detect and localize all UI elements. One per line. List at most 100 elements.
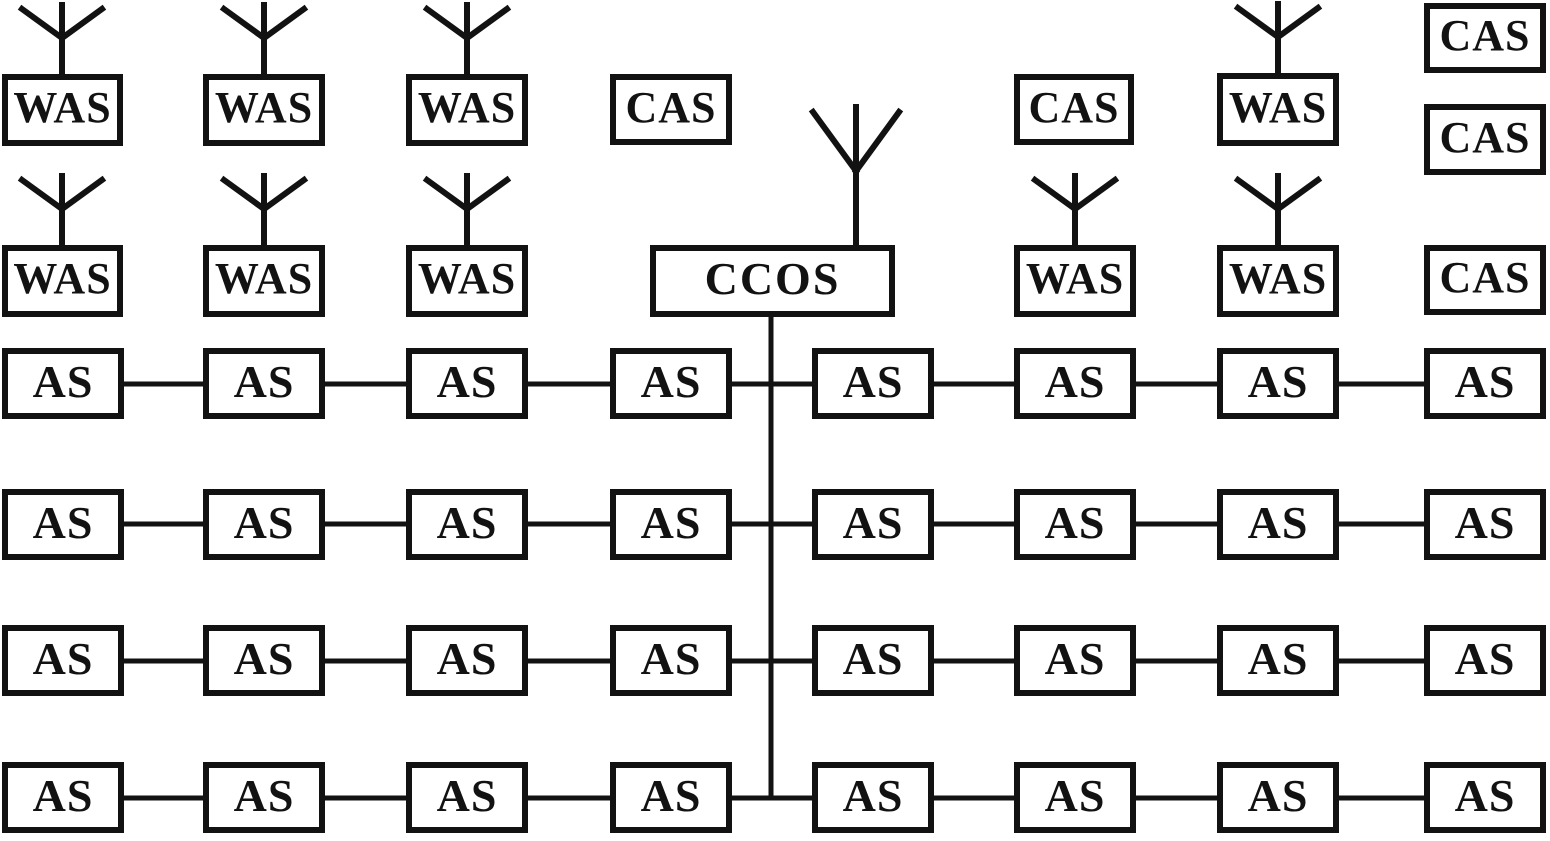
node-label: AS (640, 769, 702, 821)
node-as-19: AS (812, 348, 934, 419)
node-label: AS (32, 632, 94, 684)
node-as-25: AS (406, 489, 528, 560)
node-as-41: AS (406, 762, 528, 833)
node-label: AS (842, 632, 904, 684)
node-was-12: WAS (1014, 245, 1136, 317)
node-label: WAS (214, 254, 314, 303)
node-was-2: WAS (406, 74, 528, 146)
node-label: CAS (625, 82, 717, 132)
node-label: AS (1044, 632, 1106, 684)
node-cas-14: CAS (1424, 245, 1546, 315)
node-label: AS (1044, 355, 1106, 407)
node-label: AS (436, 496, 498, 548)
node-as-39: AS (2, 762, 124, 833)
node-as-23: AS (2, 489, 124, 560)
node-label: WAS (214, 83, 314, 132)
node-as-43: AS (812, 762, 934, 833)
node-was-9: WAS (203, 245, 325, 317)
node-label: AS (842, 355, 904, 407)
node-as-17: AS (406, 348, 528, 419)
node-label: AS (640, 355, 702, 407)
antenna-icon (219, 2, 309, 77)
node-as-29: AS (1217, 489, 1339, 560)
node-as-26: AS (610, 489, 732, 560)
node-label: AS (1454, 632, 1516, 684)
node-label: AS (1044, 496, 1106, 548)
node-label: AS (640, 496, 702, 548)
antenna-icon (17, 173, 107, 248)
node-as-21: AS (1217, 348, 1339, 419)
node-as-27: AS (812, 489, 934, 560)
node-as-34: AS (610, 625, 732, 696)
node-label: AS (1247, 355, 1309, 407)
node-cas-3: CAS (610, 74, 732, 145)
node-was-1: WAS (203, 74, 325, 146)
antenna-icon (1030, 173, 1120, 248)
node-as-20: AS (1014, 348, 1136, 419)
node-label: WAS (417, 254, 517, 303)
node-label: AS (233, 632, 295, 684)
node-as-16: AS (203, 348, 325, 419)
antenna-icon (219, 173, 309, 248)
node-ccos-11: CCOS (650, 245, 895, 317)
antenna-icon (17, 2, 107, 77)
node-label: CAS (1439, 253, 1531, 302)
node-label: AS (32, 355, 94, 407)
node-as-45: AS (1217, 762, 1339, 833)
node-as-24: AS (203, 489, 325, 560)
node-label: WAS (1228, 254, 1328, 303)
node-label: WAS (417, 83, 517, 132)
node-label: AS (842, 496, 904, 548)
node-as-15: AS (2, 348, 124, 419)
node-as-35: AS (812, 625, 934, 696)
node-as-18: AS (610, 348, 732, 419)
node-label: WAS (13, 83, 112, 132)
node-label: WAS (1025, 254, 1125, 303)
node-was-8: WAS (2, 245, 123, 317)
node-label: CAS (1439, 11, 1531, 60)
node-label: CAS (1439, 112, 1531, 162)
node-as-46: AS (1424, 762, 1546, 833)
node-cas-6: CAS (1424, 3, 1546, 73)
node-as-31: AS (2, 625, 124, 696)
node-label: AS (436, 769, 498, 821)
node-label: WAS (1228, 82, 1328, 132)
node-label: AS (1454, 355, 1516, 407)
node-as-40: AS (203, 762, 325, 833)
node-as-33: AS (406, 625, 528, 696)
node-label: AS (640, 632, 702, 684)
node-cas-7: CAS (1424, 104, 1546, 175)
antenna-icon (808, 104, 904, 248)
node-label: AS (842, 769, 904, 821)
node-label: AS (436, 355, 498, 407)
antenna-icon (422, 173, 512, 248)
node-as-37: AS (1217, 625, 1339, 696)
node-cas-4: CAS (1014, 74, 1134, 145)
node-label: AS (233, 496, 295, 548)
node-as-38: AS (1424, 625, 1546, 696)
node-label: AS (436, 632, 498, 684)
node-label: AS (1044, 769, 1106, 821)
node-was-5: WAS (1217, 73, 1339, 146)
node-label: AS (233, 769, 295, 821)
node-label: CCOS (704, 253, 841, 304)
node-as-30: AS (1424, 489, 1546, 560)
node-was-13: WAS (1217, 245, 1339, 317)
node-was-10: WAS (406, 245, 528, 317)
node-label: AS (1454, 496, 1516, 548)
node-label: WAS (13, 254, 112, 303)
node-was-0: WAS (2, 74, 123, 146)
antenna-icon (1233, 1, 1323, 76)
node-as-32: AS (203, 625, 325, 696)
node-as-28: AS (1014, 489, 1136, 560)
node-label: CAS (1028, 82, 1120, 132)
node-label: AS (1247, 496, 1309, 548)
antenna-icon (422, 2, 512, 77)
node-label: AS (1454, 769, 1516, 821)
node-label: AS (233, 355, 295, 407)
node-label: AS (32, 769, 94, 821)
node-as-36: AS (1014, 625, 1136, 696)
node-label: AS (1247, 632, 1309, 684)
